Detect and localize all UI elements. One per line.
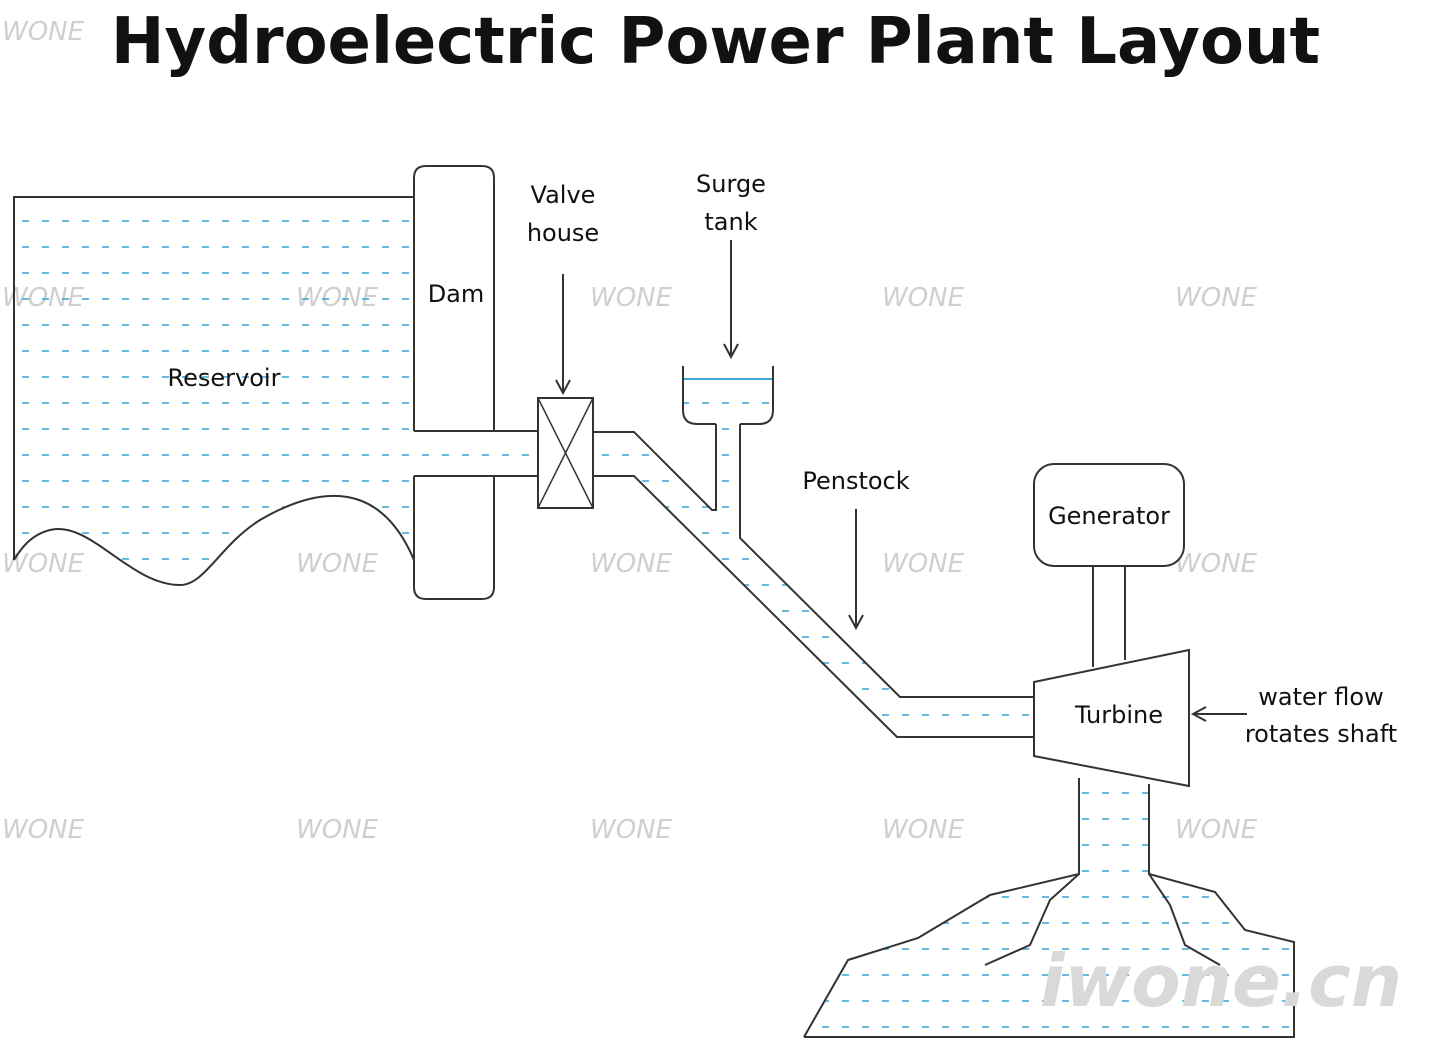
turbine [1033, 648, 1190, 788]
surge-arrow [723, 240, 739, 360]
valve-house [537, 397, 594, 509]
watermark-text: WONE [882, 815, 965, 845]
tailrace [803, 872, 1295, 1038]
watermark-text: WONE [590, 283, 673, 313]
watermark-text: WONE [1175, 283, 1258, 313]
penstock-pipe [593, 424, 1034, 738]
valve-label-line1: Valve [531, 181, 596, 209]
arrows [555, 240, 1247, 722]
flow-arrow [1190, 706, 1247, 722]
dam-label: Dam [428, 280, 485, 308]
brand-watermark: iwone.cn [1040, 939, 1402, 1023]
watermark-text: WONE [882, 549, 965, 579]
reservoir [13, 196, 415, 587]
draft-tube [1078, 778, 1150, 874]
dam [413, 165, 495, 600]
valve-label-line2: house [527, 219, 599, 247]
turbine-label: Turbine [1074, 701, 1163, 729]
flow-label-line1: water flow [1258, 683, 1383, 711]
watermark-text: WONE [2, 815, 85, 845]
valve-arrow [555, 274, 571, 396]
watermark-text: WONE [590, 815, 673, 845]
watermark-text: WONE [2, 17, 85, 47]
watermark-text: WONE [296, 815, 379, 845]
turbine-shaft [1092, 566, 1126, 667]
watermark-text: WONE [296, 549, 379, 579]
page-title: Hydroelectric Power Plant Layout [110, 5, 1321, 79]
generator-label: Generator [1048, 502, 1170, 530]
surge-label-line1: Surge [696, 170, 766, 198]
flow-label-line2: rotates shaft [1245, 720, 1397, 748]
watermark-text: WONE [1175, 549, 1258, 579]
watermark-text: WONE [1175, 815, 1258, 845]
surge-label-line2: tank [704, 208, 757, 236]
reservoir-label: Reservoir [168, 364, 281, 392]
penstock-arrow [848, 509, 864, 631]
watermark-text: WONE [882, 283, 965, 313]
generator [1033, 463, 1185, 567]
watermark-text: WONE [590, 549, 673, 579]
penstock-label: Penstock [802, 467, 909, 495]
intake-tunnel [414, 430, 538, 477]
surge-tank [682, 366, 774, 425]
